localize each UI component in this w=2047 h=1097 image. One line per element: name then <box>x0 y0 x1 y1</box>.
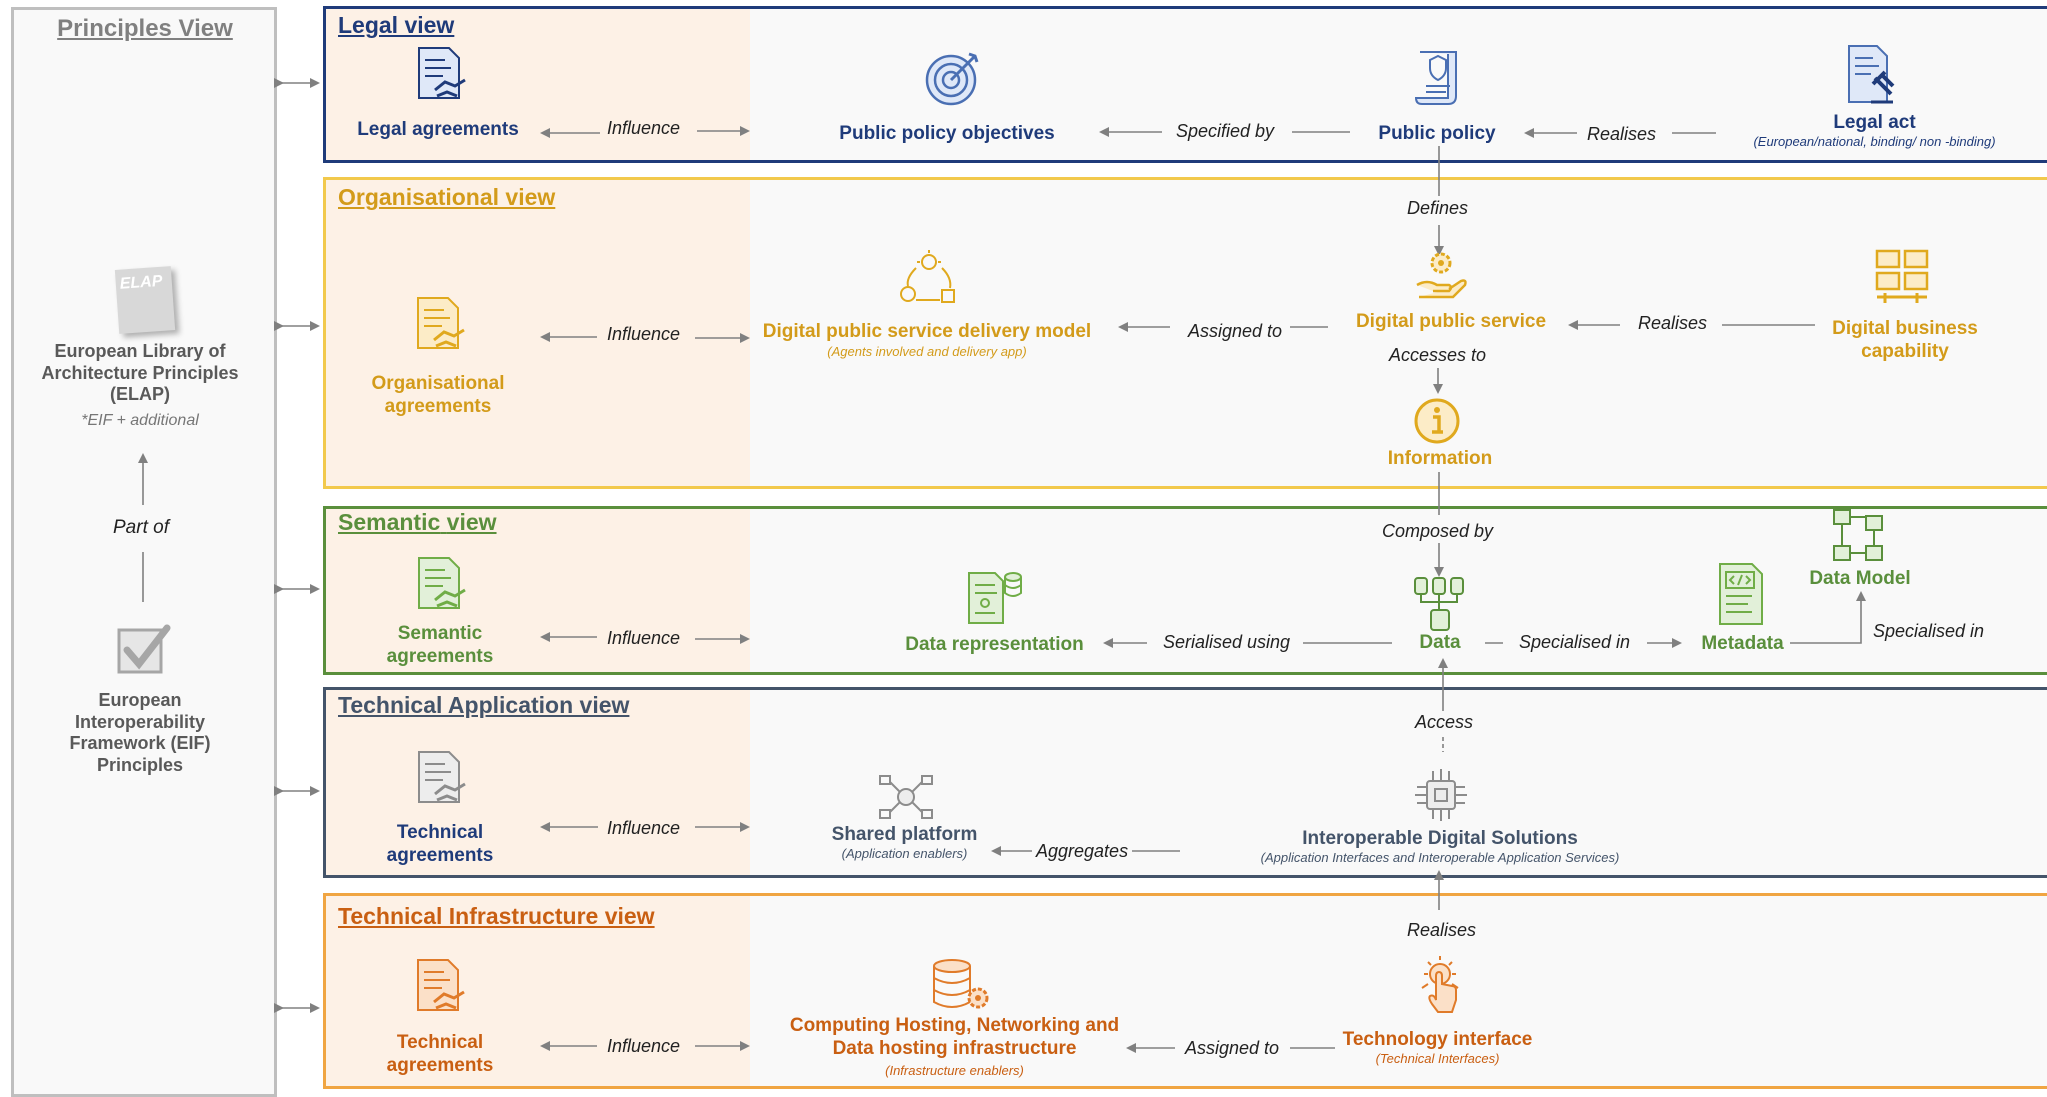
digital-business-capability-label: Digital business capability <box>1832 318 1978 362</box>
realises-legal-label: Realises <box>1587 124 1657 144</box>
process-cycle-icon <box>900 250 955 303</box>
specialised-in-2-label: Specialised in <box>1873 621 1985 641</box>
principles-panel <box>11 7 277 1097</box>
legal-act-label: Legal act <box>1833 112 1916 133</box>
server-document-icon <box>968 572 1022 624</box>
infra-document-handshake-icon <box>417 959 465 1011</box>
information-label: Information <box>1387 448 1493 469</box>
code-document-icon <box>1719 563 1763 625</box>
semantic-view-title-b: view <box>446 509 497 535</box>
hosting-infrastructure-sub: (Infrastructure enablers) <box>885 1063 1024 1078</box>
hosting-infrastructure-label: Computing Hosting, Networking and Data h… <box>789 1015 1120 1059</box>
part-of-label: Part of <box>113 517 169 538</box>
shared-platform-label: Shared platform <box>831 824 978 845</box>
principles-view-title: Principles View <box>57 15 233 42</box>
org-document-handshake-icon <box>417 297 465 349</box>
document-handshake-icon <box>418 47 466 99</box>
semantic-view-title-a: Semantic <box>338 509 441 535</box>
specialised-data-model-line <box>1790 591 1866 644</box>
technology-interface-sub: (Technical Interfaces) <box>1375 1051 1500 1066</box>
technical-infrastructure-view-title: Technical Infrastructure view <box>338 903 655 929</box>
realises-infra-label: Realises <box>1407 920 1477 940</box>
sem-influence-label: Influence <box>607 628 681 648</box>
interoperable-solutions-label: Interoperable Digital Solutions <box>1302 828 1578 849</box>
capability-boxes-icon <box>1875 249 1929 303</box>
app-influence-label: Influence <box>607 818 681 838</box>
assigned-to-infra-label: Assigned to <box>1185 1038 1280 1058</box>
data-model-icon <box>1833 509 1883 561</box>
shared-platform-sub: (Application enablers) <box>841 846 968 861</box>
accesses-to-label: Accesses to <box>1389 345 1487 365</box>
technical-agreements-infra-label: Technical agreements <box>386 1032 494 1076</box>
checkbox-icon <box>117 624 171 674</box>
org-influence-label: Influence <box>607 324 681 344</box>
data-label: Data <box>1419 632 1461 653</box>
defines-label: Defines <box>1407 198 1469 218</box>
info-circle-icon <box>1414 398 1460 444</box>
target-icon <box>925 52 979 106</box>
delivery-model-sub: (Agents involved and delivery app) <box>827 344 1027 359</box>
public-policy-label: Public policy <box>1378 123 1496 144</box>
public-policy-objectives-label: Public policy objectives <box>839 123 1055 144</box>
technical-application-view-title: Technical Application view <box>338 692 630 718</box>
assigned-to-org-label: Assigned to <box>1188 321 1283 341</box>
policy-scroll-icon <box>1414 51 1457 105</box>
sem-document-handshake-icon <box>418 557 466 609</box>
gear-hand-icon <box>1416 252 1467 299</box>
realises-org-label: Realises <box>1638 313 1708 333</box>
organisational-agreements-zone <box>326 180 750 486</box>
legal-act-sub: (European/national, binding/ non -bindin… <box>1753 134 1996 149</box>
data-model-label: Data Model <box>1809 568 1911 589</box>
legal-view-title: Legal view <box>338 12 455 38</box>
chip-icon <box>1415 769 1467 821</box>
technical-agreements-app-label: Technical agreements <box>386 822 494 866</box>
metadata-label: Metadata <box>1701 633 1784 654</box>
platform-network-icon <box>879 775 933 819</box>
specified-by-label: Specified by <box>1176 121 1275 141</box>
semantic-agreements-zone <box>326 509 750 672</box>
elap-label: European Library of Architecture Princip… <box>41 341 239 405</box>
touch-interface-icon <box>1421 956 1459 1013</box>
technology-interface-label: Technology interface <box>1342 1029 1533 1050</box>
composed-by-label: Composed by <box>1382 521 1494 541</box>
interoperable-solutions-sub: (Application Interfaces and Interoperabl… <box>1260 850 1620 865</box>
organisational-agreements-label: Organisational agreements <box>371 373 505 417</box>
digital-public-service-label: Digital public service <box>1355 311 1547 332</box>
gavel-document-icon <box>1848 45 1895 104</box>
elap-note: *EIF + additional <box>81 412 199 429</box>
elap-logo-text: ELAP <box>119 272 163 293</box>
legal-agreements-label: Legal agreements <box>357 119 519 140</box>
elap-logo: ELAP <box>114 266 176 334</box>
access-label: Access <box>1415 712 1474 732</box>
legal-influence-label: Influence <box>607 118 681 138</box>
aggregates-label: Aggregates <box>1036 841 1129 861</box>
delivery-model-label: Digital public service delivery model <box>762 321 1092 342</box>
tech-document-handshake-icon <box>418 751 466 803</box>
serialised-using-label: Serialised using <box>1163 632 1291 652</box>
semantic-view-title: Semantic view <box>338 509 497 536</box>
eif-label: European Interoperability Framework (EIF… <box>69 690 211 775</box>
data-tree-icon <box>1414 577 1464 631</box>
infra-influence-label: Influence <box>607 1036 681 1056</box>
organisational-view-title: Organisational view <box>338 184 556 210</box>
semantic-agreements-label: Semantic agreements <box>386 623 494 667</box>
tech-app-agreements-zone <box>326 690 750 875</box>
database-gear-icon <box>933 959 989 1009</box>
legal-agreements-zone <box>326 9 750 160</box>
tech-infra-agreements-zone <box>326 896 750 1086</box>
specialised-in-label: Specialised in <box>1519 632 1631 652</box>
data-representation-label: Data representation <box>905 634 1084 655</box>
